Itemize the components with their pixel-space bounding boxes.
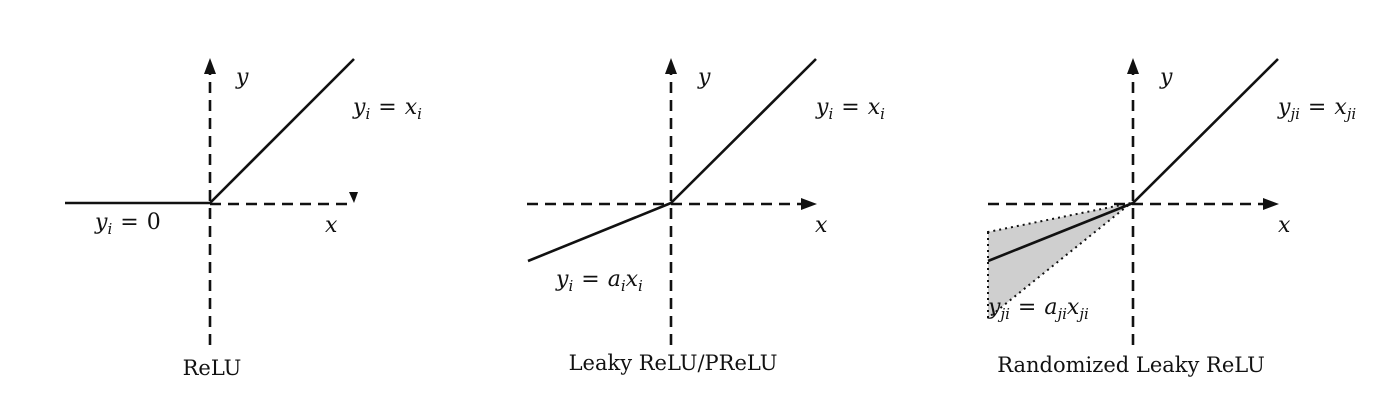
x-axis-arrowhead <box>349 192 358 203</box>
x-axis-arrowhead <box>1263 198 1279 210</box>
y-axis-arrowhead <box>665 58 677 74</box>
negative-branch-line <box>987 201 1134 263</box>
panel-caption: Randomized Leaky ReLU <box>997 353 1265 377</box>
x-axis-arrowhead <box>801 198 817 210</box>
x-axis-label: x <box>325 213 338 238</box>
positive-equation: yi=xi <box>352 95 422 123</box>
y-axis-label: y <box>235 65 249 90</box>
panel-randomized-leaky-relu: y x yji=xji yji=ajixji Randomized Leaky … <box>987 58 1356 377</box>
positive-branch-line <box>670 58 817 204</box>
panel-relu: y x yi=xi yi=0 ReLU <box>65 58 422 380</box>
panel-caption: Leaky ReLU/PReLU <box>569 351 778 375</box>
negative-equation: yi=aixi <box>555 267 643 295</box>
panel-leaky-relu: y x yi=xi yi=aixi Leaky ReLU/PReLU <box>527 58 885 375</box>
y-axis-arrowhead <box>204 58 216 74</box>
y-axis-label: y <box>1159 65 1173 90</box>
panel-caption: ReLU <box>183 356 242 380</box>
x-axis-label: x <box>815 213 828 238</box>
negative-branch-line <box>527 201 672 263</box>
negative-equation: yi=0 <box>94 210 161 238</box>
x-axis-label: x <box>1278 213 1291 238</box>
positive-branch-line <box>209 58 355 204</box>
positive-branch-line <box>1132 58 1279 204</box>
positive-equation: yji=xji <box>1277 95 1356 123</box>
random-slope-range-band <box>987 202 1132 321</box>
y-axis-label: y <box>697 65 711 90</box>
negative-equation: yji=ajixji <box>987 295 1089 323</box>
positive-equation: yi=xi <box>815 95 885 123</box>
y-axis-arrowhead <box>1127 58 1139 74</box>
